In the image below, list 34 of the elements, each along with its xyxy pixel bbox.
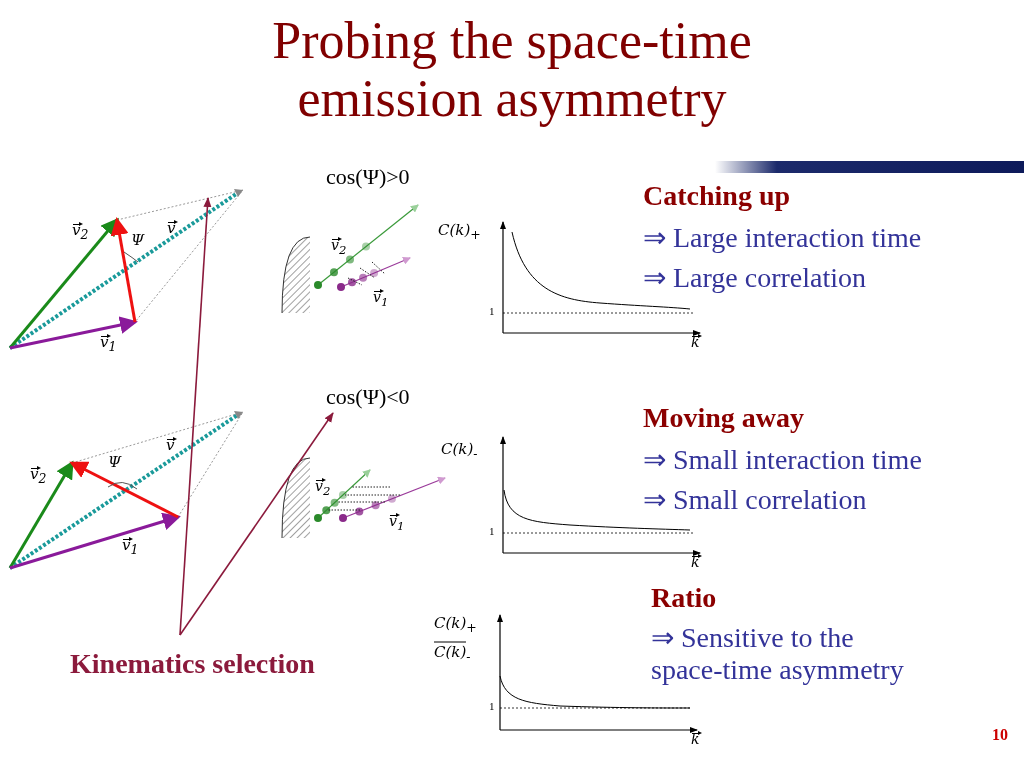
bullet-text: ⇒ Sensitive to the space-time asymmetry [651, 622, 905, 687]
page-number: 10 [992, 726, 1008, 745]
vector-label: v$_{2}$ [331, 237, 347, 258]
bullet-text: ⇒ Small interaction time [643, 444, 922, 477]
condition-label: cos(Ψ)<0 [326, 384, 410, 410]
angle-label: Ψ [131, 232, 145, 250]
axis-label: C(k)$_{+}$ [434, 615, 477, 636]
vector-label: v$_{2}$ [30, 466, 47, 487]
vector-label: v [167, 220, 176, 238]
axis-label: C(k)$_{-}$ [434, 644, 471, 665]
arrow [179, 197, 212, 636]
caption-text: Kinematics selection [70, 648, 315, 681]
heading: Ratio [651, 582, 717, 615]
bullet-text: ⇒ Large correlation [643, 262, 867, 295]
axis-label: C(k)$_{-}$ [441, 441, 478, 462]
vector-label: v [166, 437, 175, 455]
arrow [179, 412, 334, 636]
vector-label: v$_{1}$ [100, 334, 117, 355]
tick-label: 1 [489, 305, 495, 318]
slide-title: Probing the space-time emission asymmetry [271, 12, 753, 128]
vector-label: v$_{1}$ [389, 513, 405, 534]
tick-label: 1 [489, 700, 495, 713]
vector-label: v$_{2}$ [72, 222, 89, 243]
bullet-text: ⇒ Large interaction time [643, 222, 922, 255]
axis-label: C(k)$_{+}$ [438, 222, 481, 243]
condition-label: cos(Ψ)>0 [326, 164, 410, 190]
angle-label: Ψ [108, 454, 122, 472]
bullet-text: ⇒ Small correlation [643, 484, 867, 517]
heading: Moving away [643, 402, 804, 435]
tick-label: 1 [489, 525, 495, 538]
vector-label: v$_{1}$ [122, 537, 139, 558]
vector-label: v$_{1}$ [373, 289, 389, 310]
vector-label: v$_{2}$ [315, 478, 331, 499]
heading: Catching up [643, 180, 791, 213]
